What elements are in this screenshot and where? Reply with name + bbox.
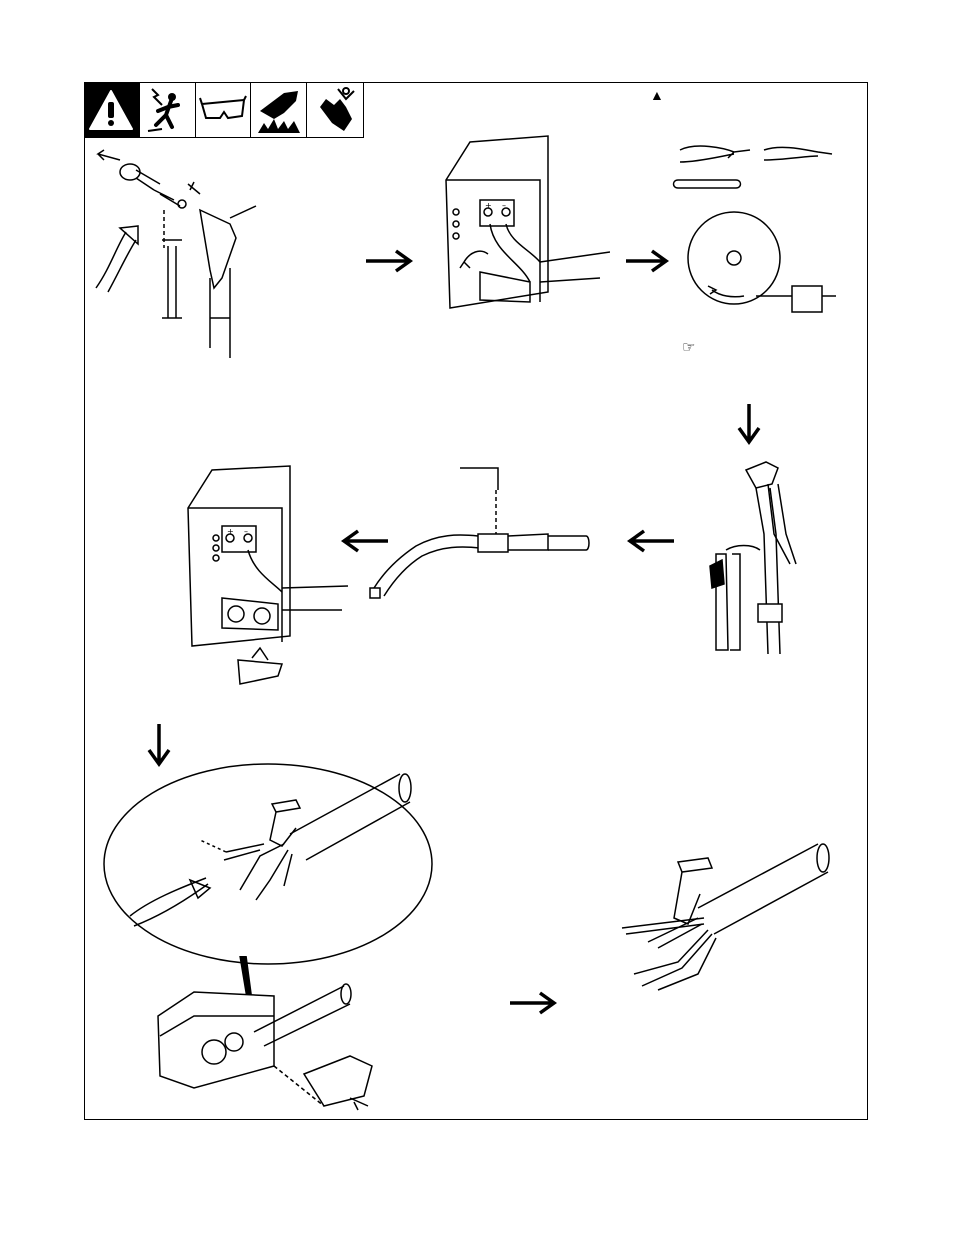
drive-assembly-illustration	[154, 956, 384, 1116]
cable-end-detail-illustration	[618, 838, 838, 998]
wire-feeder-terminal-illustration: + –	[440, 132, 610, 332]
arrow-down-icon	[734, 402, 764, 446]
hot-parts-icon	[251, 82, 307, 137]
pointing-hand-note-icon: ☞	[682, 340, 695, 355]
general-warning-icon	[84, 82, 140, 137]
wire-feeder-drive-illustration: + –	[182, 464, 352, 694]
gun-disassembly-illustration	[90, 148, 270, 368]
negative-terminal-label: –	[502, 201, 506, 210]
arrow-right-icon	[508, 990, 558, 1016]
tools-and-spool-illustration	[672, 140, 842, 325]
arrow-right-icon	[364, 248, 414, 274]
positive-terminal-label: +	[227, 527, 234, 536]
gun-with-liner-illustration	[368, 464, 590, 608]
gun-cable-illustration	[696, 454, 816, 664]
hand-injury-icon	[307, 82, 363, 137]
cable-cutting-detail-illustration	[100, 760, 440, 970]
positive-terminal-label: +	[485, 201, 492, 210]
negative-terminal-label: –	[244, 527, 248, 536]
arrow-left-icon	[626, 528, 676, 554]
arrow-right-icon	[624, 248, 670, 274]
safety-symbols-strip	[84, 82, 364, 138]
safety-glasses-icon	[196, 82, 252, 137]
electric-shock-icon	[140, 82, 196, 137]
instruction-marker: ▲	[650, 88, 664, 102]
